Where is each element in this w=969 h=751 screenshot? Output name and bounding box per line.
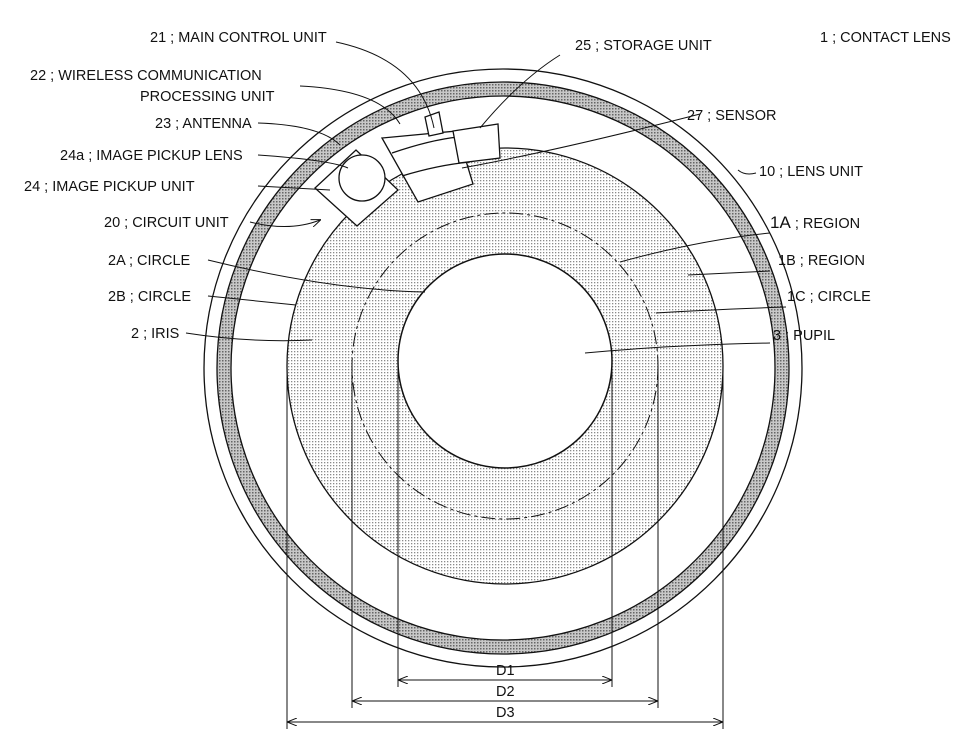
label-d2: D2 — [496, 684, 515, 700]
label-storage-unit: 25 ; STORAGE UNIT — [575, 38, 712, 54]
label-lens-unit: 10 ; LENS UNIT — [759, 164, 863, 180]
main-control-unit — [424, 111, 444, 137]
label-wireless-2: PROCESSING UNIT — [140, 89, 275, 105]
label-circle-2a: 2A ; CIRCLE — [108, 253, 191, 269]
label-d3: D3 — [496, 705, 515, 721]
label-circle-2b: 2B ; CIRCLE — [108, 289, 191, 305]
label-circle-1c: 1C ; CIRCLE — [787, 289, 871, 305]
dimension-lines — [286, 361, 724, 729]
storage-unit — [452, 123, 501, 164]
label-d1: D1 — [496, 663, 515, 679]
label-antenna: 23 ; ANTENNA — [155, 116, 252, 132]
label-image-pickup-unit: 24 ; IMAGE PICKUP UNIT — [24, 179, 195, 195]
label-region-1b: 1B ; REGION — [778, 253, 865, 269]
outer-lens-edge — [203, 68, 803, 668]
image-pickup-lens — [338, 154, 386, 202]
label-contact-lens: 1 ; CONTACT LENS — [820, 30, 951, 46]
label-main-control-unit: 21 ; MAIN CONTROL UNIT — [150, 30, 327, 46]
circuit-unit — [314, 111, 501, 227]
pupil-circle-2a — [397, 253, 613, 469]
label-region-1a: 1A ; REGION — [770, 213, 860, 232]
labels: 1 ; CONTACT LENS 21 ; MAIN CONTROL UNIT … — [24, 30, 951, 721]
label-image-pickup-lens: 24a ; IMAGE PICKUP LENS — [60, 148, 243, 164]
label-circuit-unit: 20 ; CIRCUIT UNIT — [104, 215, 229, 231]
label-wireless-1: 22 ; WIRELESS COMMUNICATION — [30, 68, 262, 84]
label-pupil: 3 ; PUPIL — [773, 328, 835, 344]
leader-lines — [185, 41, 787, 354]
label-sensor: 27 ; SENSOR — [687, 108, 776, 124]
label-iris: 2 ; IRIS — [131, 326, 179, 342]
